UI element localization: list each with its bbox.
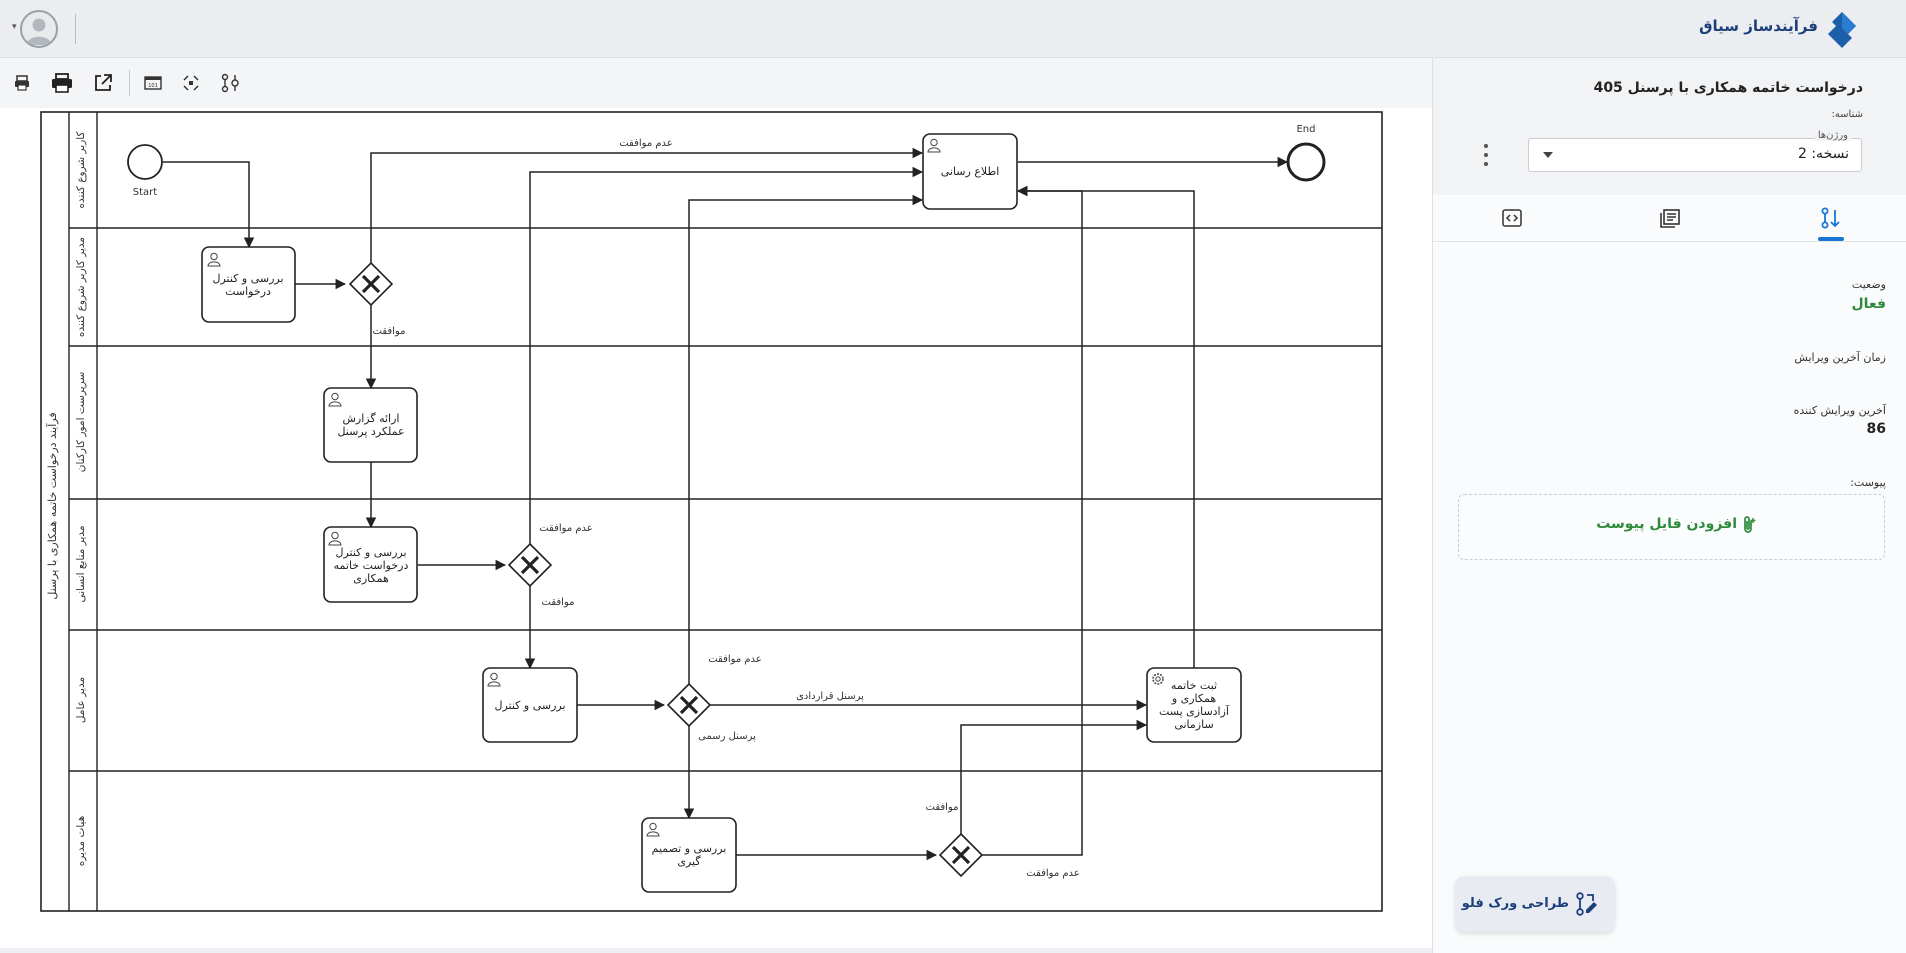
printer-icon[interactable] — [49, 70, 75, 96]
task-label-line: بررسی و کنترل — [335, 546, 406, 559]
task-label-line: عملکرد پرسنل — [337, 425, 404, 438]
task-label-line: همکاری و — [1171, 692, 1217, 705]
start-event-label: Start — [133, 187, 158, 198]
version-value: نسخه: 2 — [1797, 146, 1849, 162]
document-list-icon — [1660, 209, 1680, 228]
more-options-icon[interactable] — [1481, 144, 1491, 166]
design-workflow-label: طراحی ورک فلو — [1461, 896, 1569, 911]
print-preview-icon[interactable] — [9, 70, 35, 96]
paperclip-icon — [1744, 516, 1756, 533]
workflow-edit-icon — [1576, 892, 1597, 916]
task-label-line: گیری — [677, 855, 701, 868]
task-label-line: آزادسازی پست — [1159, 704, 1230, 718]
lane-label-personnel-supervisor: سرپرست امور کارکنان — [75, 372, 87, 472]
panel-header: درخواست خاتمه همکاری با پرسنل 405 شناسه:… — [1433, 58, 1906, 196]
gateway-ceo-decision[interactable] — [666, 682, 712, 728]
flow-label-reject: عدم موافقت — [1026, 868, 1080, 879]
task-label-line: ثبت خاتمه — [1171, 679, 1217, 692]
lane-dividers — [69, 227, 1382, 772]
canvas-footer — [0, 948, 1432, 953]
gateway-manager-decision[interactable] — [348, 261, 394, 307]
end-event[interactable] — [1286, 142, 1326, 182]
add-attachment-label: افزودن فایل پیوست — [1596, 516, 1737, 532]
tab-diagram[interactable] — [1818, 205, 1844, 231]
divider — [75, 14, 76, 44]
version-select[interactable]: نسخه: 2 — [1528, 138, 1862, 172]
task-board-decision[interactable]: بررسی و تصمیم گیری — [641, 817, 737, 893]
chevron-down-icon — [1543, 152, 1553, 158]
last-edit-time-label: زمان آخرین ویرایش — [1794, 351, 1886, 364]
task-review-request[interactable]: بررسی و کنترل درخواست — [201, 246, 296, 323]
flow-label-official-staff: پرسنل رسمی — [698, 731, 756, 742]
task-label-line: سازمانی — [1174, 718, 1213, 731]
pool-label: فرآیند درخواست خاتمه همکاری با پرسنل — [45, 412, 59, 599]
pool[interactable] — [40, 111, 1383, 912]
last-editor-label: آخرین ویرایش کننده — [1793, 404, 1886, 417]
process-title: درخواست خاتمه همکاری با پرسنل 405 — [1593, 80, 1863, 96]
start-event[interactable] — [127, 144, 163, 180]
task-label-line: اطلاع رسانی — [941, 165, 1000, 178]
panel-tabs — [1433, 195, 1906, 242]
code-icon — [1502, 209, 1522, 227]
toolbar-divider — [129, 70, 130, 96]
flow-label-reject: عدم موافقت — [708, 654, 762, 665]
caret-down-icon[interactable]: ▾ — [12, 22, 17, 32]
flow-label-approve: موافقت — [542, 597, 575, 608]
task-notification[interactable]: اطلاع رسانی — [922, 133, 1018, 210]
gateway-board-decision[interactable] — [938, 832, 984, 878]
flow-label-reject: عدم موافقت — [539, 523, 593, 534]
task-review-termination[interactable]: بررسی و کنترل درخواست خاتمه همکاری — [323, 526, 418, 603]
lane-label-initiator: کاربر شروع کننده — [75, 132, 87, 209]
fit-view-icon[interactable] — [178, 70, 204, 96]
status-label: وضعیت — [1851, 278, 1886, 291]
top-bar: ▾ فرآیندساز سیاق — [0, 0, 1906, 58]
flow-label-approve: موافقت — [373, 326, 406, 337]
brand-name: فرآیندساز سیاق — [1699, 17, 1818, 35]
minimap-icon[interactable]: 101 — [140, 70, 166, 96]
task-label-line: همکاری — [353, 572, 389, 585]
lane-label-ceo: مدیر عامل — [75, 677, 87, 723]
user-icon — [26, 18, 52, 45]
properties-panel: درخواست خاتمه همکاری با پرسنل 405 شناسه:… — [1432, 58, 1906, 953]
tab-details[interactable] — [1657, 205, 1683, 231]
task-label-line: بررسی و کنترل — [212, 272, 283, 285]
attachment-label: پیوست: — [1850, 476, 1886, 489]
active-tab-indicator — [1818, 237, 1844, 241]
diagram-toolbar: 101 — [0, 58, 1432, 108]
user-avatar[interactable] — [20, 10, 58, 48]
task-label-line: بررسی و کنترل — [494, 699, 565, 712]
diagram-canvas[interactable]: فرآیند درخواست خاتمه همکاری با پرسنل کار… — [0, 108, 1432, 948]
workflow-icon — [1821, 207, 1840, 229]
sequence-flows — [163, 147, 1289, 861]
add-attachment-button[interactable]: افزودن فایل پیوست — [1458, 494, 1885, 560]
task-label-line: بررسی و تصمیم — [652, 842, 727, 855]
flow-label-contract-staff: پرسنل قراردادی — [796, 691, 864, 702]
open-external-icon[interactable] — [90, 70, 116, 96]
workflow-settings-icon[interactable] — [217, 70, 243, 96]
end-event-label: End — [1296, 124, 1315, 135]
status-value: فعال — [1851, 296, 1886, 312]
versions-label: ورژن‌ها — [1814, 130, 1851, 141]
svg-text:101: 101 — [148, 83, 158, 89]
design-workflow-button[interactable]: طراحی ورک فلو — [1455, 876, 1615, 932]
task-ceo-review[interactable]: بررسی و کنترل — [482, 667, 578, 743]
lane-label-board: هیات مدیره — [75, 816, 87, 866]
flow-label-reject: عدم موافقت — [619, 138, 673, 149]
task-performance-report[interactable]: ارائه گزارش عملکرد پرسنل — [323, 387, 418, 463]
task-label-line: ارائه گزارش — [343, 412, 400, 425]
id-label: شناسه: — [1831, 109, 1863, 120]
task-register-termination[interactable]: ثبت خاتمه همکاری و آزادسازی پست سازمانی — [1146, 667, 1242, 743]
tab-code[interactable] — [1499, 205, 1525, 231]
brand-logo-icon — [1828, 12, 1856, 48]
task-label-line: درخواست خاتمه — [334, 559, 409, 572]
gateway-hr-decision[interactable] — [507, 542, 553, 588]
lane-label-initiator-manager: مدیر کاربر شروع کننده — [75, 237, 87, 337]
flow-label-approve: موافقت — [926, 802, 959, 813]
lane-label-hr-manager: مدیر منابع انسانی — [75, 525, 87, 602]
last-editor-value: 86 — [1866, 421, 1886, 437]
task-label-line: درخواست — [225, 285, 271, 298]
